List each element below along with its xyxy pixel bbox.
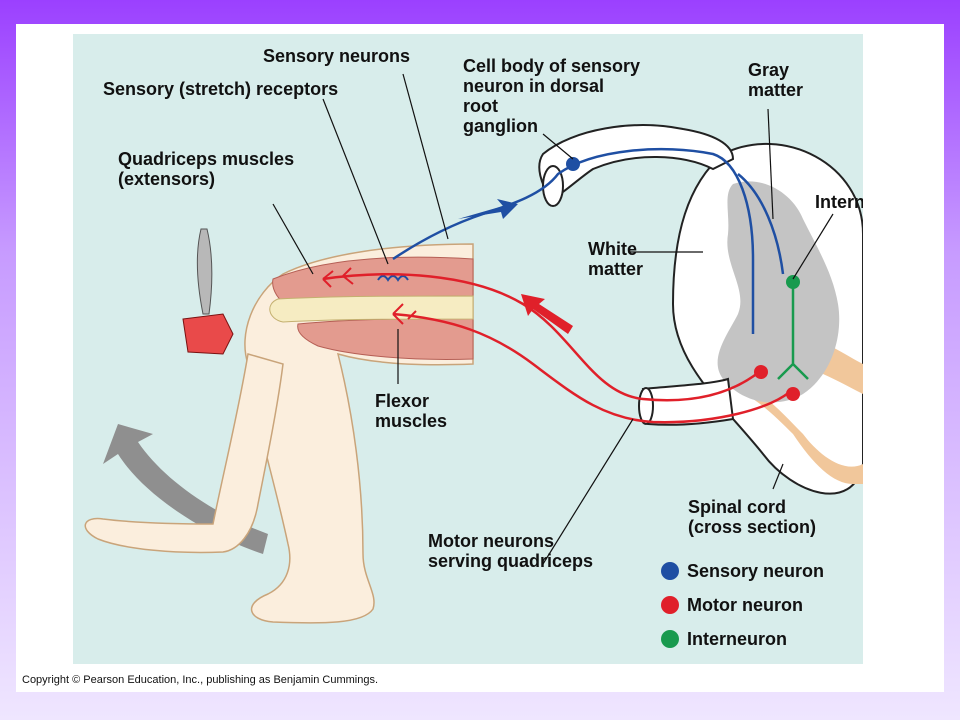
leader-lines	[272, 73, 834, 565]
motor-endings-flexor	[392, 303, 417, 325]
label-gray-matter: Gray matter	[748, 60, 804, 100]
label-flexor-muscles: Flexor muscles	[375, 391, 448, 431]
label-white-matter: White matter	[588, 239, 644, 279]
label-motor-neurons: Motor neurons serving quadriceps	[428, 531, 594, 571]
sensory-cell-body	[566, 157, 580, 171]
motor-cell-body-1	[754, 365, 768, 379]
ventral-root	[641, 377, 735, 426]
sensory-arrow	[458, 199, 518, 219]
legend-interneuron-dot	[661, 630, 679, 648]
interneuron-cell-body	[786, 275, 800, 289]
label-cell-body: Cell body of sensory neuron in dorsal ro…	[463, 56, 641, 136]
femur	[269, 295, 474, 323]
motor-endings-quadriceps	[322, 267, 354, 288]
reflex-hammer-head	[182, 313, 234, 355]
reflex-diagram: Sensory neurons Sensory (stretch) recept…	[73, 34, 863, 664]
reflex-hammer-handle	[196, 228, 213, 315]
spinal-cord-tan-region	[723, 374, 863, 484]
legend-sensory-dot	[661, 562, 679, 580]
gray-matter-shape	[717, 181, 840, 403]
label-spinal-cord: Spinal cord (cross section)	[688, 497, 817, 537]
motor-neuron-path-quadriceps	[322, 273, 764, 402]
label-sensory-neurons: Sensory neurons	[263, 46, 411, 66]
motor-cell-body-2	[786, 387, 800, 401]
legend-motor-label: Motor neuron	[687, 595, 803, 615]
ventral-root-end	[638, 387, 654, 425]
diagram-artwork	[84, 73, 863, 624]
slide: Sensory neurons Sensory (stretch) recept…	[16, 24, 944, 692]
label-interneurons: Interneurons	[815, 192, 863, 212]
legend-interneuron-label: Interneuron	[687, 629, 788, 649]
interneuron-path	[777, 284, 809, 380]
legend-motor-dot	[661, 596, 679, 614]
sensory-receptor-coil	[377, 275, 409, 282]
sensory-branch-interneuron	[737, 173, 785, 275]
legend-sensory-label: Sensory neuron	[687, 561, 825, 581]
label-quadriceps: Quadriceps muscles (extensors)	[118, 149, 295, 189]
lower-leg	[84, 353, 284, 554]
motor-arrow	[521, 294, 573, 334]
copyright-text: Copyright © Pearson Education, Inc., pub…	[22, 674, 379, 686]
label-stretch-receptors: Sensory (stretch) receptors	[103, 79, 339, 99]
motor-neuron-path-flexor	[392, 312, 794, 424]
